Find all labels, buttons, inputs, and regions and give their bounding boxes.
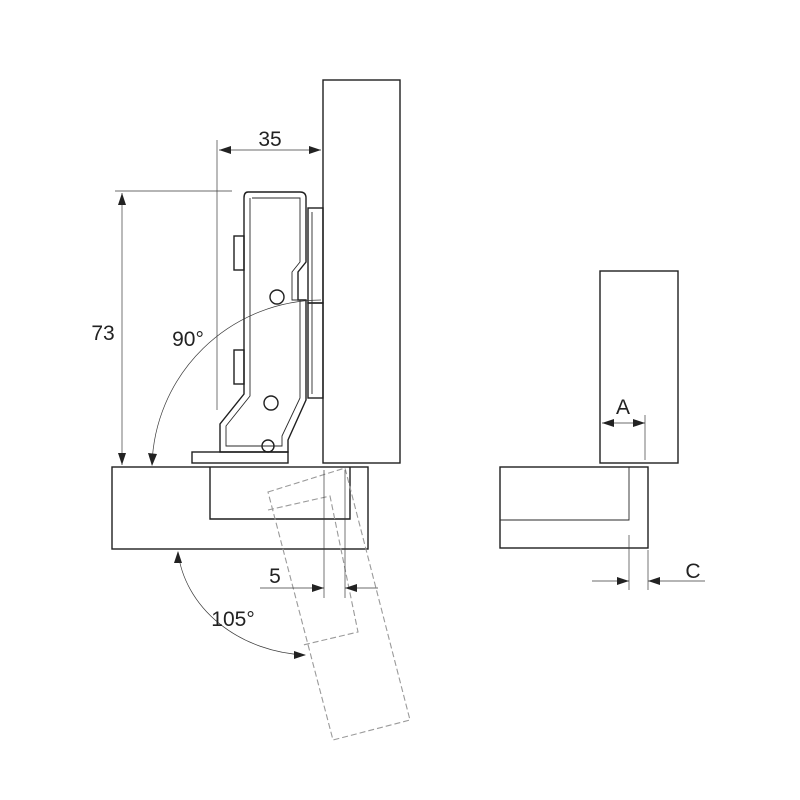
dimension-c-label: C bbox=[685, 560, 700, 583]
mounting-plate bbox=[307, 207, 324, 399]
dimension-5: 5 bbox=[260, 470, 378, 598]
door-cup-line-detail bbox=[500, 467, 630, 521]
door-open-ghost bbox=[267, 467, 411, 741]
angle-90-arc: 90° bbox=[148, 299, 322, 466]
hinge-arm bbox=[191, 191, 307, 464]
angle-105-arc: 105° bbox=[174, 551, 306, 659]
dimension-5-label: 5 bbox=[269, 565, 281, 588]
angle-90-label: 90° bbox=[172, 328, 204, 351]
hinge-cup-recess bbox=[209, 467, 351, 520]
side-panel-detail bbox=[599, 270, 679, 464]
angle-105-label: 105° bbox=[211, 608, 254, 631]
cabinet-side-panel bbox=[322, 79, 401, 464]
door-panel-detail bbox=[499, 466, 649, 549]
dimension-c: C bbox=[592, 535, 705, 590]
door-panel bbox=[111, 466, 369, 550]
dimension-a: A bbox=[602, 396, 646, 460]
dimension-35-label: 35 bbox=[258, 128, 281, 151]
dimension-a-label: A bbox=[616, 396, 630, 419]
dimension-73-label: 73 bbox=[91, 322, 114, 345]
dimension-73: 73 bbox=[91, 190, 232, 465]
dimension-35: 35 bbox=[216, 128, 321, 410]
